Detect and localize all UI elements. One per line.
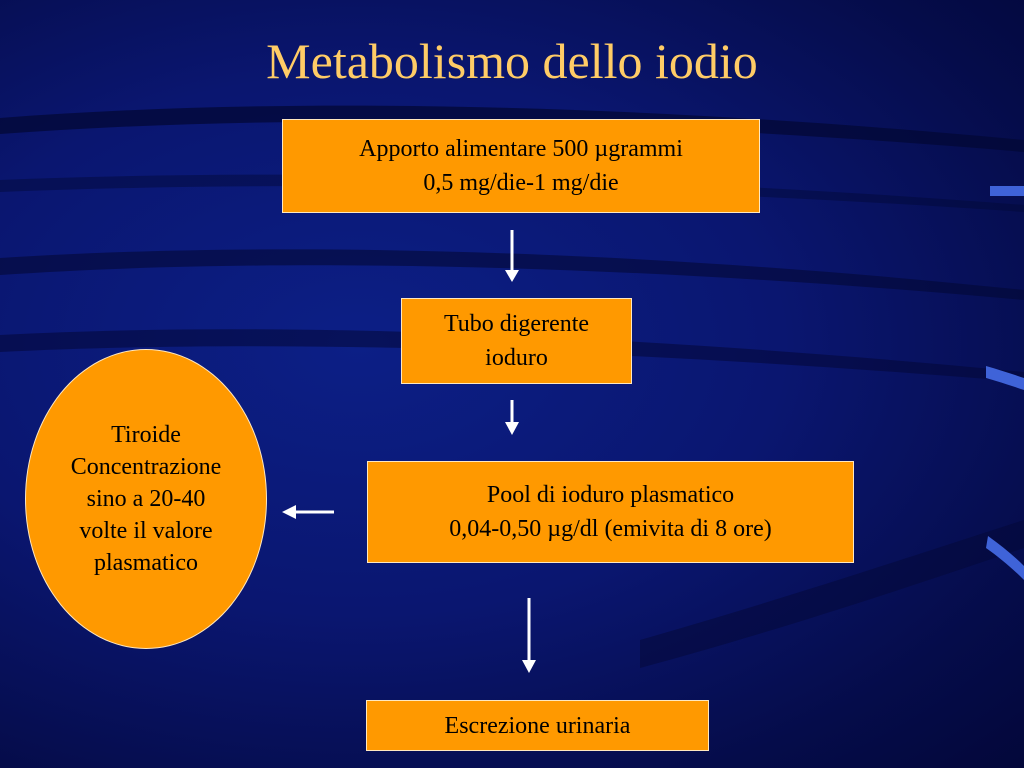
- background-streak: [640, 520, 1024, 668]
- node-dietary-intake: Apporto alimentare 500 µgrammi 0,5 mg/di…: [282, 119, 760, 213]
- node-thyroid-line5: plasmatico: [94, 550, 198, 576]
- background-streak: [0, 174, 1024, 212]
- node-thyroid-line1: Tiroide: [111, 422, 181, 448]
- node-dietary-intake-line2: 0,5 mg/die-1 mg/die: [423, 170, 619, 196]
- slide-title: Metabolismo dello iodio: [266, 33, 758, 89]
- background-accent-mark: [986, 536, 1024, 580]
- node-thyroid-line2: Concentrazione: [70, 454, 222, 480]
- node-plasma-iodide-pool-line2: 0,04-0,50 µg/dl (emivita di 8 ore): [449, 516, 772, 542]
- node-digestive-tract: Tubo digerente ioduro: [401, 298, 632, 384]
- background-accent-mark: [986, 366, 1024, 390]
- node-digestive-tract-line1: Tubo digerente: [443, 311, 590, 337]
- node-thyroid-line4: volte il valore: [79, 518, 213, 544]
- node-digestive-tract-line2: ioduro: [485, 345, 548, 371]
- node-urinary-excretion-line1: Escrezione urinaria: [444, 712, 631, 739]
- node-thyroid: Tiroide Concentrazione sino a 20-40 volt…: [25, 349, 267, 649]
- node-urinary-excretion: Escrezione urinaria: [366, 700, 709, 751]
- background-streak: [0, 249, 1024, 300]
- background-streak: [0, 105, 1024, 152]
- background-streak: [0, 329, 1024, 382]
- node-thyroid-line3: sino a 20-40: [86, 486, 206, 512]
- node-plasma-iodide-pool: Pool di ioduro plasmatico 0,04-0,50 µg/d…: [367, 461, 854, 563]
- node-dietary-intake-line1: Apporto alimentare 500 µgrammi: [359, 136, 683, 162]
- node-plasma-iodide-pool-line1: Pool di ioduro plasmatico: [486, 482, 735, 508]
- background-accent-mark: [990, 186, 1024, 196]
